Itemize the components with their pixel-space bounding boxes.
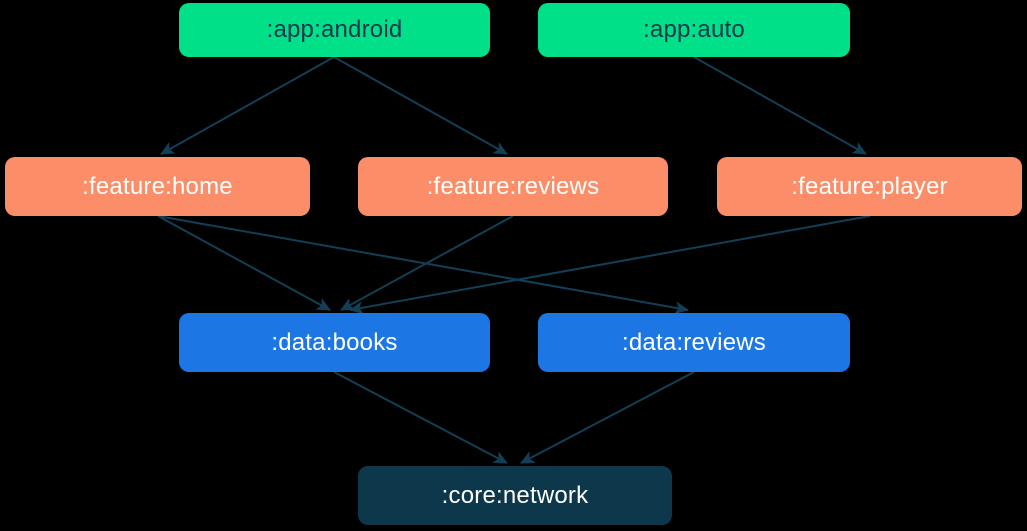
node-data-books: :data:books [179, 313, 490, 372]
edge-data-books-to-core-network [333, 371, 508, 464]
edge-data-reviews-to-core-network [520, 371, 695, 464]
node-data-reviews: :data:reviews [538, 313, 850, 372]
edge-feature-home-to-data-books [157, 215, 331, 311]
node-feature-reviews: :feature:reviews [358, 157, 668, 216]
node-app-android: :app:android [179, 3, 490, 57]
edge-app-android-to-feature-reviews [333, 56, 508, 155]
node-core-network: :core:network [358, 466, 672, 525]
edge-app-android-to-feature-home [160, 56, 335, 155]
node-feature-home: :feature:home [5, 157, 310, 216]
node-feature-player: :feature:player [717, 157, 1022, 216]
edge-feature-home-to-data-reviews [157, 215, 689, 315]
node-app-auto: :app:auto [538, 3, 850, 57]
edge-feature-player-to-data-books [349, 215, 871, 315]
edge-feature-reviews-to-data-books [340, 215, 514, 311]
edge-app-auto-to-feature-player [693, 56, 867, 155]
